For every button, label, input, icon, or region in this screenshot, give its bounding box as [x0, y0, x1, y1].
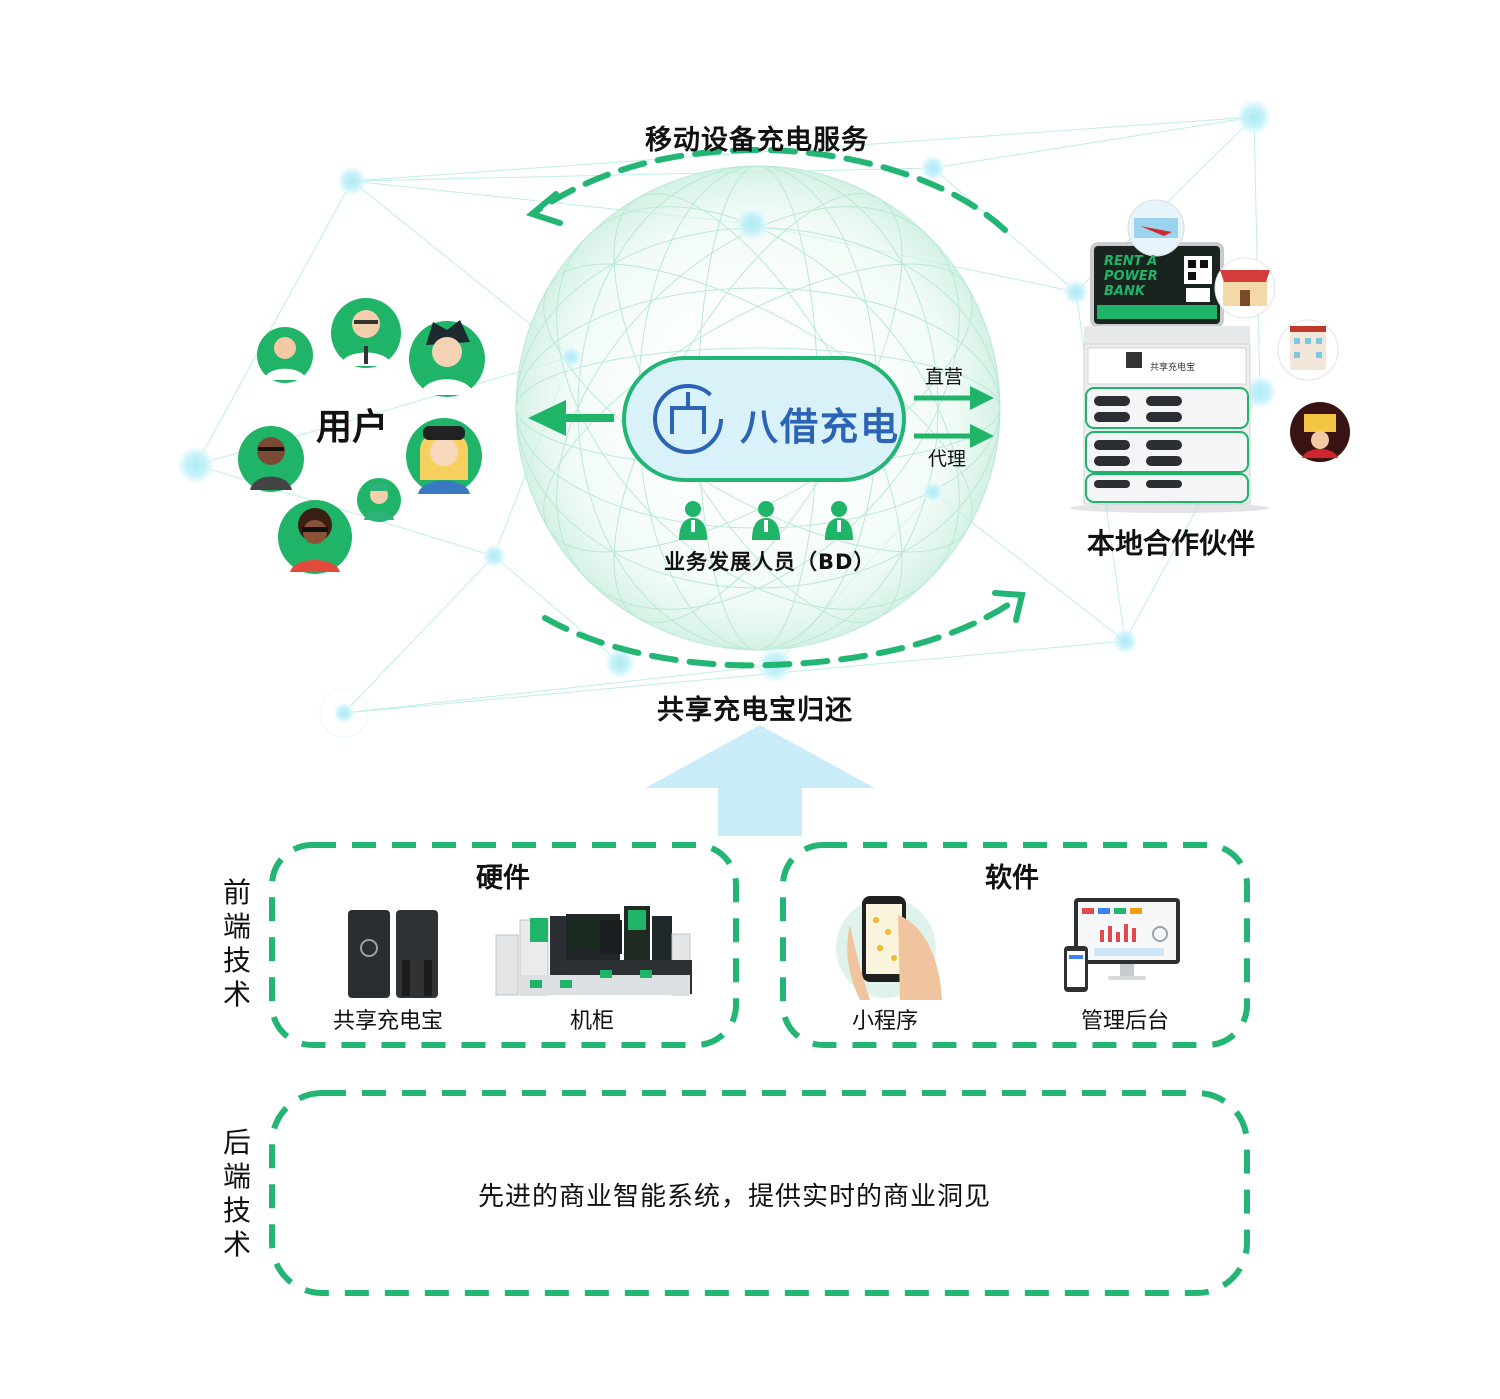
top-arc-label: 移动设备充电服务: [645, 125, 869, 156]
kiosk: [1070, 242, 1270, 513]
kiosk-screen-line: POWER: [1104, 269, 1158, 284]
slot-row: [1085, 387, 1249, 429]
admin-dashboard-image: [1064, 898, 1180, 992]
arrow-direct: [914, 386, 994, 410]
user-avatar: [257, 327, 313, 383]
brand-pill: [622, 356, 906, 482]
user-avatar: [278, 500, 352, 574]
power-bank-image: [348, 910, 438, 998]
hardware-item-power-bank: 共享充电宝: [333, 1009, 444, 1034]
software-box: [780, 842, 1250, 1048]
frontend-section-label: 前端技术: [222, 876, 251, 1011]
kiosk-screen-line: BANK: [1104, 284, 1145, 299]
bd-label: 业务发展人员（BD）: [664, 550, 876, 574]
backend-section-label: 后端技术: [222, 1126, 251, 1261]
kiosk-panel-label: 共享充电宝: [1150, 363, 1196, 373]
user-avatars: [238, 298, 485, 574]
partner-icons: [1127, 199, 1350, 462]
hardware-item-cabinet: 机柜: [570, 1009, 615, 1034]
hotel-icon: [1277, 319, 1339, 381]
hardware-box: [269, 842, 739, 1048]
channel-agent-label: 代理: [928, 448, 967, 470]
cabinet-image: [495, 906, 692, 996]
user-avatar: [409, 320, 485, 397]
up-arrow: [645, 725, 875, 836]
user-avatar: [357, 478, 401, 522]
arrow-to-users: [528, 400, 614, 436]
users-label: 用户: [316, 407, 389, 448]
brand-name: 八借充电: [740, 405, 901, 449]
software-title: 软件: [985, 863, 1039, 894]
kiosk-screen-line: RENT A: [1104, 254, 1158, 269]
cinema-icon: [1290, 402, 1350, 462]
arrow-agent: [914, 424, 994, 448]
bottom-arc-arrow: [542, 590, 1026, 669]
user-avatar: [238, 426, 304, 492]
backend-box: [269, 1090, 1250, 1296]
mini-program-image: [836, 896, 942, 1000]
software-item-mini-program: 小程序: [852, 1009, 919, 1034]
bd-person-icons: [679, 501, 853, 540]
kiosk-screen-text: RENT A POWER BANK: [1104, 254, 1158, 299]
top-arc-arrow: [525, 146, 1008, 233]
bottom-arc-label: 共享充电宝归还: [657, 695, 853, 726]
software-item-admin: 管理后台: [1081, 1009, 1170, 1034]
airport-icon: [1127, 199, 1185, 257]
slot-row: [1085, 473, 1249, 503]
partners-label: 本地合作伙伴: [1087, 527, 1256, 560]
slot-row: [1085, 431, 1249, 473]
backend-description: 先进的商业智能系统，提供实时的商业洞见: [478, 1182, 992, 1212]
hardware-title: 硬件: [476, 863, 530, 894]
user-avatar: [331, 298, 401, 368]
channel-direct-label: 直营: [925, 366, 964, 388]
shop-icon: [1214, 257, 1276, 319]
user-avatar: [406, 418, 482, 494]
